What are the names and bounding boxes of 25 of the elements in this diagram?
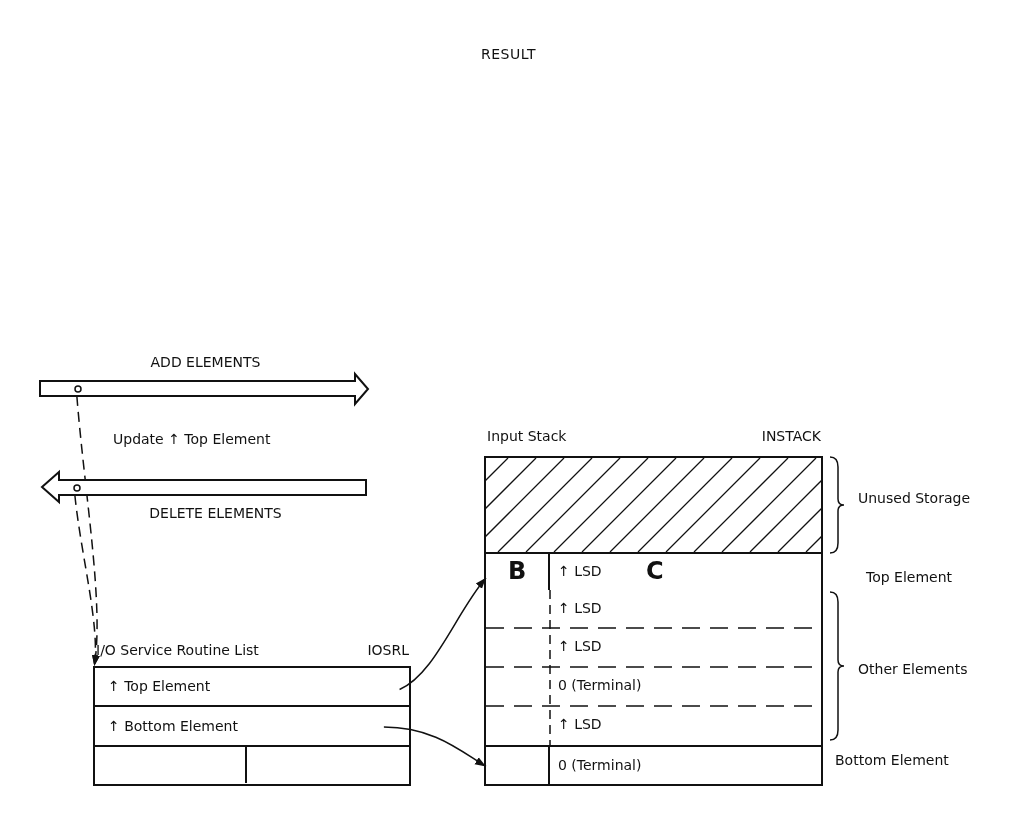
- table-heading: I/O Service Routine List: [96, 642, 259, 659]
- table-heading: Input Stack: [487, 428, 567, 445]
- row-text: ↑ LSD: [558, 716, 602, 733]
- annotation-text: Top Element: [866, 569, 953, 586]
- arrow: [383, 726, 487, 768]
- annotation-text: Unused Storage: [858, 490, 970, 507]
- annotation-text: Bottom Element: [835, 752, 949, 769]
- row-text: ↑ LSD: [558, 599, 602, 617]
- diagram-title: RESULT: [479, 46, 538, 63]
- table-heading: INSTACK: [761, 428, 821, 445]
- row-text: ↑ Top Element: [108, 678, 211, 695]
- dashed-arrow: [74, 494, 100, 667]
- arrow-label: ADD ELEMENTS: [149, 354, 262, 371]
- arrow: [398, 577, 487, 691]
- row-text: ↑ Bottom Element: [108, 717, 238, 735]
- table-heading: IOSRL: [367, 642, 409, 659]
- row-text: 0 (Terminal): [558, 677, 642, 694]
- arrow-label: DELETE ELEMENTS: [148, 505, 283, 522]
- cell-letter: C: [646, 557, 664, 586]
- row-text: 0 (Terminal): [558, 757, 642, 774]
- annotation-text: Update ↑ Top Element: [113, 431, 271, 448]
- row-text: ↑ LSD: [558, 563, 602, 580]
- row-text: ↑ LSD: [558, 638, 602, 655]
- cell-letter: B: [508, 557, 527, 586]
- annotation-text: Other Elements: [858, 661, 968, 678]
